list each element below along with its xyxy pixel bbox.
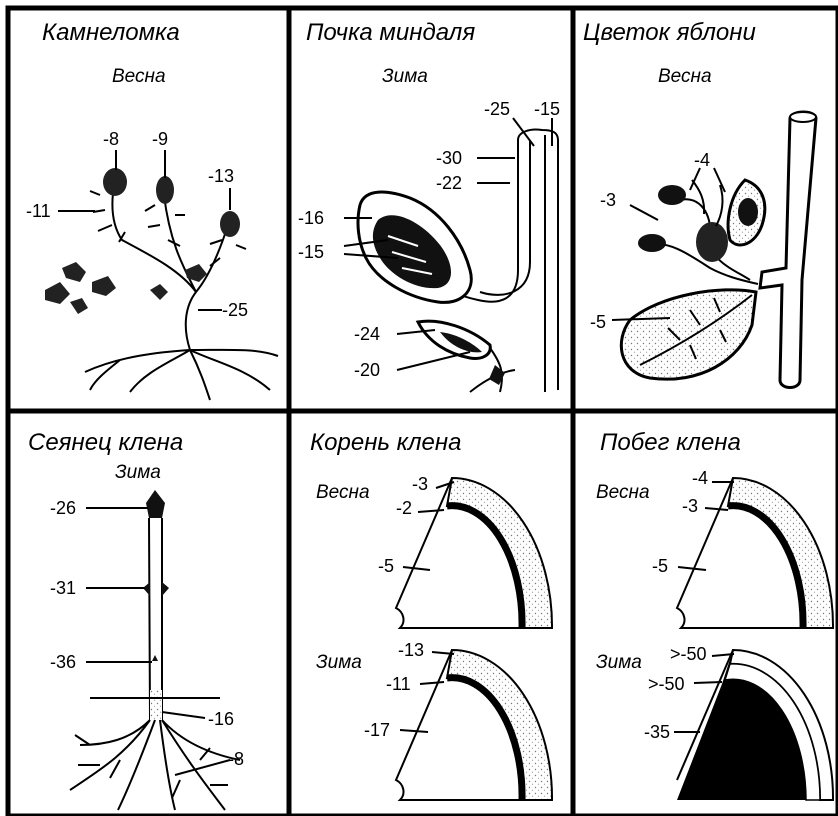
- shoot-winter-section: [677, 650, 833, 800]
- apple-flower-drawing: [621, 112, 816, 388]
- pointer-line: [400, 730, 428, 732]
- temperature-label: -15: [298, 242, 324, 262]
- temperature-label: -5: [590, 312, 606, 332]
- maple-seedling-drawing: [70, 490, 240, 810]
- temperature-label: -13: [398, 640, 424, 660]
- shoot-spring-section: [677, 478, 833, 628]
- panel-title: Камнеломка: [42, 19, 180, 46]
- root-spring-section: [396, 478, 552, 628]
- temperature-label: -16: [208, 709, 234, 729]
- temperature-label: -4: [692, 468, 708, 488]
- temperature-label: -3: [600, 190, 616, 210]
- pointer-line: [705, 508, 728, 510]
- pointer-line: [418, 510, 444, 512]
- temperature-label: -25: [484, 99, 510, 119]
- temperature-label: -11: [26, 201, 51, 221]
- temperature-label: -8: [103, 129, 119, 149]
- almond-bud-drawing: [358, 129, 558, 392]
- panel-apple-flower: Цветок яблони Весна -4 -3 -5: [583, 19, 816, 388]
- temperature-label: -25: [222, 300, 248, 320]
- panel-title: Побег клена: [600, 429, 741, 456]
- pointer-lines: [86, 508, 230, 775]
- pointer-line: [420, 682, 444, 684]
- temperature-label: -5: [652, 556, 668, 576]
- temperature-label: -4: [694, 150, 710, 170]
- temperature-label: >-50: [648, 674, 685, 694]
- panel-title: Почка миндаля: [306, 19, 475, 46]
- panel-title: Корень клена: [310, 429, 461, 456]
- temperature-label: -36: [50, 652, 76, 672]
- panel-title: Сеянец клена: [28, 429, 183, 456]
- pointer-line: [694, 682, 722, 683]
- temperature-label: -16: [298, 208, 324, 228]
- temperature-label: -20: [354, 360, 380, 380]
- pointer-line: [403, 567, 430, 570]
- panel-maple-seedling: Сеянец клена Зима -26 -31 -36 -16 -8: [28, 429, 244, 810]
- season-label: Зима: [596, 652, 642, 673]
- temperature-label: -17: [364, 720, 390, 740]
- temperature-label: -2: [396, 498, 412, 518]
- temperature-label: -15: [534, 99, 560, 119]
- panel-saxifrage: Камнеломка Весна -8 -9 -13 -11 -25: [26, 19, 278, 400]
- temperature-label: -35: [644, 722, 670, 742]
- season-label: Весна: [112, 66, 166, 87]
- season-label: Весна: [316, 482, 370, 503]
- panel-maple-shoot: Побег клена Весна -4 -3 -5 Зима >-50 >-5…: [596, 429, 833, 800]
- season-label: Весна: [658, 66, 712, 87]
- temperature-label: >-50: [670, 644, 707, 664]
- panel-maple-root: Корень клена Весна -3 -2 -5 Зима -13 -11…: [310, 429, 552, 800]
- temperature-label: -24: [354, 324, 380, 344]
- season-label: Зима: [115, 462, 161, 483]
- saxifrage-plant-drawing: [45, 168, 278, 400]
- season-label: Зима: [316, 652, 362, 673]
- temperature-label: -5: [378, 556, 394, 576]
- temperature-label: -3: [682, 496, 698, 516]
- pointer-line: [678, 567, 706, 570]
- temperature-label: -3: [412, 474, 428, 494]
- temperature-label: -26: [50, 498, 76, 518]
- temperature-label: -9: [152, 129, 168, 149]
- season-label: Весна: [596, 482, 650, 503]
- temperature-label: -22: [436, 173, 462, 193]
- temperature-label: -13: [208, 166, 234, 186]
- temperature-label: -30: [436, 148, 462, 168]
- temperature-label: -11: [386, 674, 411, 694]
- temperature-label: -8: [228, 749, 244, 769]
- panel-title: Цветок яблони: [583, 19, 756, 46]
- panel-almond-bud: Почка миндаля Зима: [298, 19, 560, 392]
- pointer-lines: [58, 150, 230, 310]
- temperature-label: -31: [50, 578, 76, 598]
- root-winter-section: [396, 650, 552, 800]
- season-label: Зима: [382, 66, 428, 87]
